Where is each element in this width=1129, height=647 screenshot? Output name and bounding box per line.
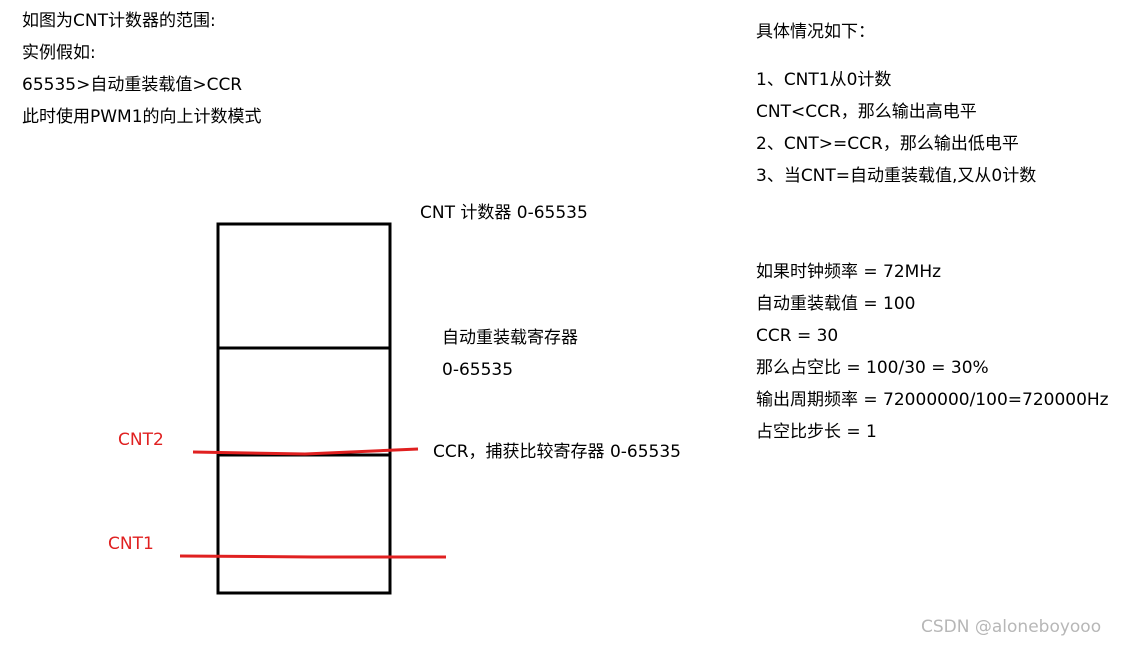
cnt2-label: CNT2 xyxy=(118,430,164,450)
intro-relation: 65535>自动重装载值>CCR xyxy=(22,75,243,95)
param-duty: 那么占空比 = 100/30 = 30% xyxy=(756,358,989,378)
csdn-watermark: CSDN @aloneboyooo xyxy=(921,617,1102,637)
param-ccr: CCR = 30 xyxy=(756,326,839,346)
arr-range: 0-65535 xyxy=(442,360,514,380)
details-step-1: 1、CNT1从0计数 xyxy=(756,70,892,90)
param-step: 占空比步长 = 1 xyxy=(756,422,877,442)
intro-example: 实例假如: xyxy=(22,43,96,63)
arr-label: 自动重装载寄存器 xyxy=(442,328,578,348)
counter-box xyxy=(216,222,392,595)
param-clock: 如果时钟频率 = 72MHz xyxy=(756,262,942,282)
intro-title: 如图为CNT计数器的范围: xyxy=(22,11,216,31)
ccr-label: CCR，捕获比较寄存器 0-65535 xyxy=(433,442,681,462)
param-freq: 输出周期频率 = 72000000/100=720000Hz xyxy=(756,390,1109,410)
details-step-1b: CNT<CCR，那么输出高电平 xyxy=(756,102,977,122)
cnt-label: CNT 计数器 0-65535 xyxy=(420,203,588,223)
details-heading: 具体情况如下： xyxy=(756,22,875,42)
details-step-3: 3、当CNT=自动重装载值,又从0计数 xyxy=(756,166,1037,186)
intro-mode: 此时使用PWM1的向上计数模式 xyxy=(22,107,262,127)
param-arr: 自动重装载值 = 100 xyxy=(756,294,916,314)
cnt1-label: CNT1 xyxy=(108,534,154,554)
details-step-2: 2、CNT>=CCR，那么输出低电平 xyxy=(756,134,1019,154)
cnt1-marker-line xyxy=(179,554,446,559)
cnt2-marker-line xyxy=(192,447,419,456)
